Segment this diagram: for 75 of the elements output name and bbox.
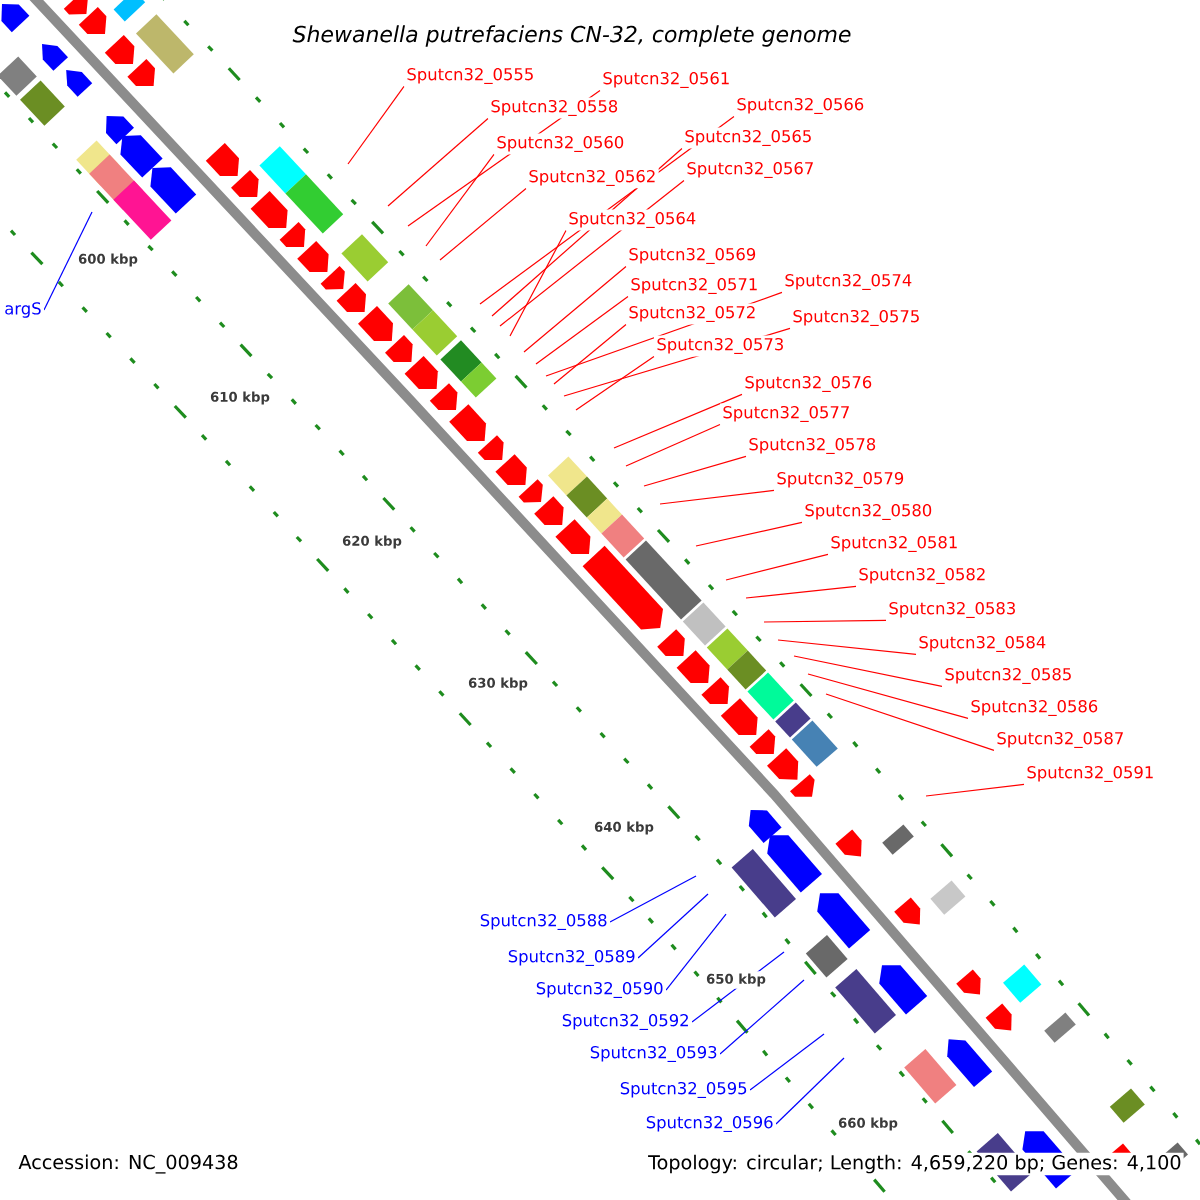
- leader-line: [545, 291, 783, 377]
- gene-label: Sputcn32_0558: [491, 100, 618, 116]
- gene-label: Sputcn32_0576: [745, 376, 872, 392]
- gene-label: Sputcn32_0560: [497, 136, 624, 152]
- leader-line: [491, 147, 683, 317]
- gene-label: Sputcn32_0584: [919, 636, 1046, 652]
- leader-line: [807, 673, 969, 720]
- gene-label: Sputcn32_0583: [889, 602, 1015, 618]
- leader-line: [553, 323, 627, 385]
- leader-line: [665, 913, 727, 991]
- gene-label: Sputcn32_0587: [997, 732, 1123, 748]
- gene-label: Sputcn32_0572: [629, 306, 755, 322]
- leader-line: [609, 875, 697, 923]
- gene-label: Sputcn32_0566: [737, 98, 864, 114]
- gene-label: Sputcn32_0596: [646, 1116, 773, 1133]
- gene-label: Sputcn32_0585: [945, 668, 1071, 684]
- leader-line: [825, 693, 995, 752]
- gene-label: Sputcn32_0580: [805, 504, 932, 520]
- gene-label: Sputcn32_0573: [657, 338, 783, 354]
- leader-line: [777, 639, 917, 656]
- gene-label: Sputcn32_0555: [407, 68, 533, 84]
- gene-label: Sputcn32_0590: [536, 982, 663, 998]
- leader-line: [695, 521, 803, 547]
- gene-label: Sputcn32_0564: [569, 212, 696, 228]
- leader-line: [407, 89, 601, 227]
- gene-label: Sputcn32_0592: [562, 1014, 688, 1031]
- leader-line: [613, 393, 743, 449]
- gene-label: Sputcn32_0577: [723, 406, 849, 422]
- gene-label: Sputcn32_0595: [620, 1082, 747, 1099]
- leader-line: [691, 951, 785, 1023]
- gene-label: argS: [5, 302, 41, 318]
- leader-line: [479, 115, 735, 305]
- gene-label: Sputcn32_0578: [749, 438, 876, 454]
- gene-label: Sputcn32_0586: [971, 700, 1098, 716]
- leader-line: [925, 783, 1025, 797]
- leader-line: [523, 265, 627, 353]
- leader-line: [509, 229, 567, 337]
- leader-line: [499, 179, 685, 327]
- leader-line: [793, 655, 943, 688]
- leader-line: [425, 153, 495, 247]
- leader-line: [347, 85, 405, 165]
- gene-label: Sputcn32_0571: [631, 278, 757, 294]
- leader-line: [439, 187, 527, 261]
- leader-line: [575, 355, 655, 411]
- leader-line: [387, 117, 489, 207]
- gene-label: Sputcn32_0589: [508, 950, 635, 966]
- genome-info-text: Topology: circular; Length: 4,659,220 bp; Genes: 4,100: [646, 1152, 1184, 1176]
- leader-line: [535, 295, 629, 365]
- gene-label: Sputcn32_0561: [603, 72, 729, 88]
- gene-label: Sputcn32_0593: [590, 1046, 717, 1062]
- gene-label: Sputcn32_0575: [793, 310, 919, 326]
- gene-label: Sputcn32_0582: [859, 568, 985, 584]
- gene-label: Sputcn32_0567: [687, 162, 813, 178]
- gene-label: Sputcn32_0581: [831, 536, 957, 552]
- accession-text: Accession: NC_009438: [18, 1154, 238, 1174]
- title: Shewanella putrefaciens CN-32, complete genome: [292, 25, 851, 47]
- gene-label: Sputcn32_0591: [1027, 766, 1153, 782]
- leader-line: [745, 585, 857, 599]
- gene-label: Sputcn32_0569: [629, 248, 756, 264]
- leader-line: [637, 893, 709, 959]
- leader-line: [749, 1033, 825, 1091]
- leader-line: [725, 553, 829, 581]
- leader-line: [43, 211, 93, 311]
- gene-label: Sputcn32_0574: [785, 274, 912, 290]
- gene-label: Sputcn32_0565: [685, 130, 811, 146]
- gene-label: Sputcn32_0579: [777, 472, 904, 488]
- leader-line: [719, 979, 805, 1055]
- leader-line: [625, 423, 721, 467]
- gene-label: Sputcn32_0588: [480, 914, 607, 930]
- leader-line: [563, 327, 791, 397]
- leader-line: [775, 1057, 845, 1125]
- leader-line: [763, 619, 887, 623]
- gene-label: Sputcn32_0562: [529, 170, 655, 186]
- leader-line: [643, 455, 747, 487]
- leader-line: [659, 489, 775, 505]
